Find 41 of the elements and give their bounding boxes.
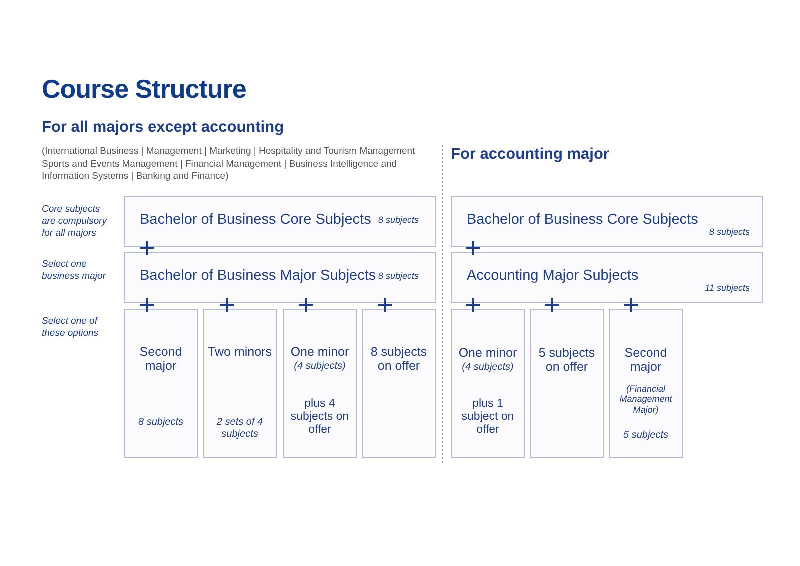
subject-count: 8 subjects <box>378 271 419 282</box>
row-note: Select one of these options <box>42 316 100 340</box>
box-heading: Two minors <box>207 345 273 360</box>
row-note: Select one business major <box>42 259 108 283</box>
box-heading: Bachelor of Business Core Subjects <box>140 212 372 229</box>
box-heading: 8 subjects on offer <box>370 345 428 374</box>
course-box <box>362 309 436 458</box>
course-box <box>283 309 357 458</box>
course-box <box>124 252 436 303</box>
course-box <box>530 309 604 458</box>
course-box <box>451 196 763 247</box>
box-heading: One minor <box>458 346 518 360</box>
subject-count: 8 subjects <box>137 417 185 428</box>
box-heading: One minor <box>290 345 350 360</box>
course-box <box>609 309 683 458</box>
box-heading: Bachelor of Business Major Subjects <box>140 268 376 285</box>
course-box <box>203 309 277 458</box>
subject-count: (4 subjects) <box>293 361 347 372</box>
subject-count: 11 subjects <box>705 283 750 294</box>
subject-count: 2 sets of 4 subjects <box>216 417 264 440</box>
box-heading: plus 1 subject on offer <box>460 398 516 438</box>
subject-count: 8 subjects <box>378 215 419 226</box>
subject-count: (4 subjects) <box>461 362 515 374</box>
course-box <box>451 309 525 458</box>
course-box <box>124 196 436 247</box>
section-heading: For all majors except accounting <box>42 119 284 137</box>
major-note: (Financial Management Major) <box>618 384 674 416</box>
box-heading: Second major <box>624 346 668 375</box>
box-heading: Accounting Major Subjects <box>467 268 639 285</box>
subject-count: 5 subjects <box>622 430 670 442</box>
box-heading: Bachelor of Business Core Subjects <box>467 212 698 229</box>
subject-count: 8 subjects <box>709 227 750 238</box>
majors-note: (International Business | Management | Marketing | Hospitality and Tourism Management Sports and Events Management | Financial Management | Business Intelligence and Information Systems | Banking and Finance) <box>42 146 416 184</box>
course-box <box>124 309 198 458</box>
course-box <box>451 252 763 303</box>
box-heading: plus 4 subjects on offer <box>290 398 350 438</box>
row-note: Core subjects are compulsory for all majors <box>42 204 108 240</box>
box-heading: 5 subjects on offer <box>538 346 596 375</box>
box-heading: Second major <box>138 345 184 374</box>
section-heading: For accounting major <box>451 146 610 164</box>
page-title: Course Structure <box>42 74 246 105</box>
